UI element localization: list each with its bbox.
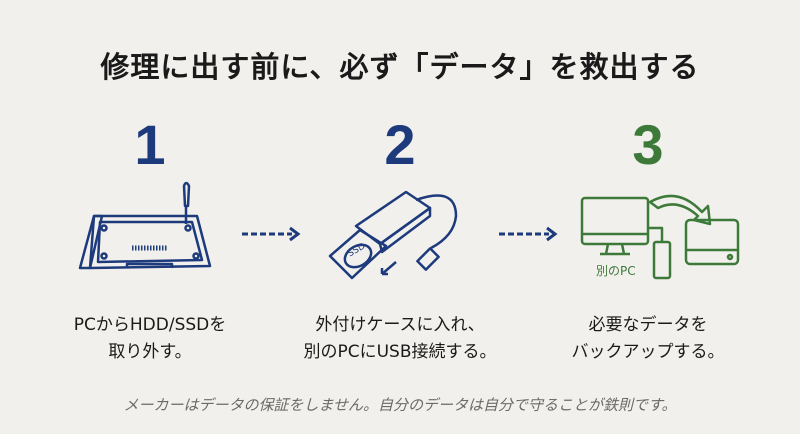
arrow-right-icon <box>499 226 558 242</box>
caption-line: PCからHDD/SSDを <box>73 315 227 335</box>
step-1-caption: PCからHDD/SSDを 取り外す。 <box>30 312 270 366</box>
laptop-screwdriver-icon <box>78 181 212 270</box>
arrow-right-icon <box>242 226 301 242</box>
other-pc-label: 別のPC <box>596 264 636 278</box>
ssd-enclosure-icon: SSD <box>328 190 458 280</box>
step-2-number: 2 <box>384 113 416 176</box>
caption-line: 必要なデータを <box>588 315 708 335</box>
caption-line: バックアップする。 <box>571 342 725 362</box>
step-3-caption: 必要なデータを バックアップする。 <box>528 312 768 366</box>
backup-pc-icon <box>580 194 740 280</box>
caption-line: 外付けケースに入れ、 <box>315 315 485 335</box>
step-1-number: 1 <box>134 113 166 176</box>
step-2-caption: 外付けケースに入れ、 別のPCにUSB接続する。 <box>280 312 520 366</box>
footer-note: メーカーはデータの保証をしません。自分のデータは自分で守ることが鉄則です。 <box>123 396 677 414</box>
step-3-number: 3 <box>632 113 664 176</box>
page-title: 修理に出す前に、必ず「データ」を救出する <box>100 50 700 84</box>
caption-line: 別のPCにUSB接続する。 <box>303 342 497 362</box>
caption-line: 取り外す。 <box>108 342 192 362</box>
